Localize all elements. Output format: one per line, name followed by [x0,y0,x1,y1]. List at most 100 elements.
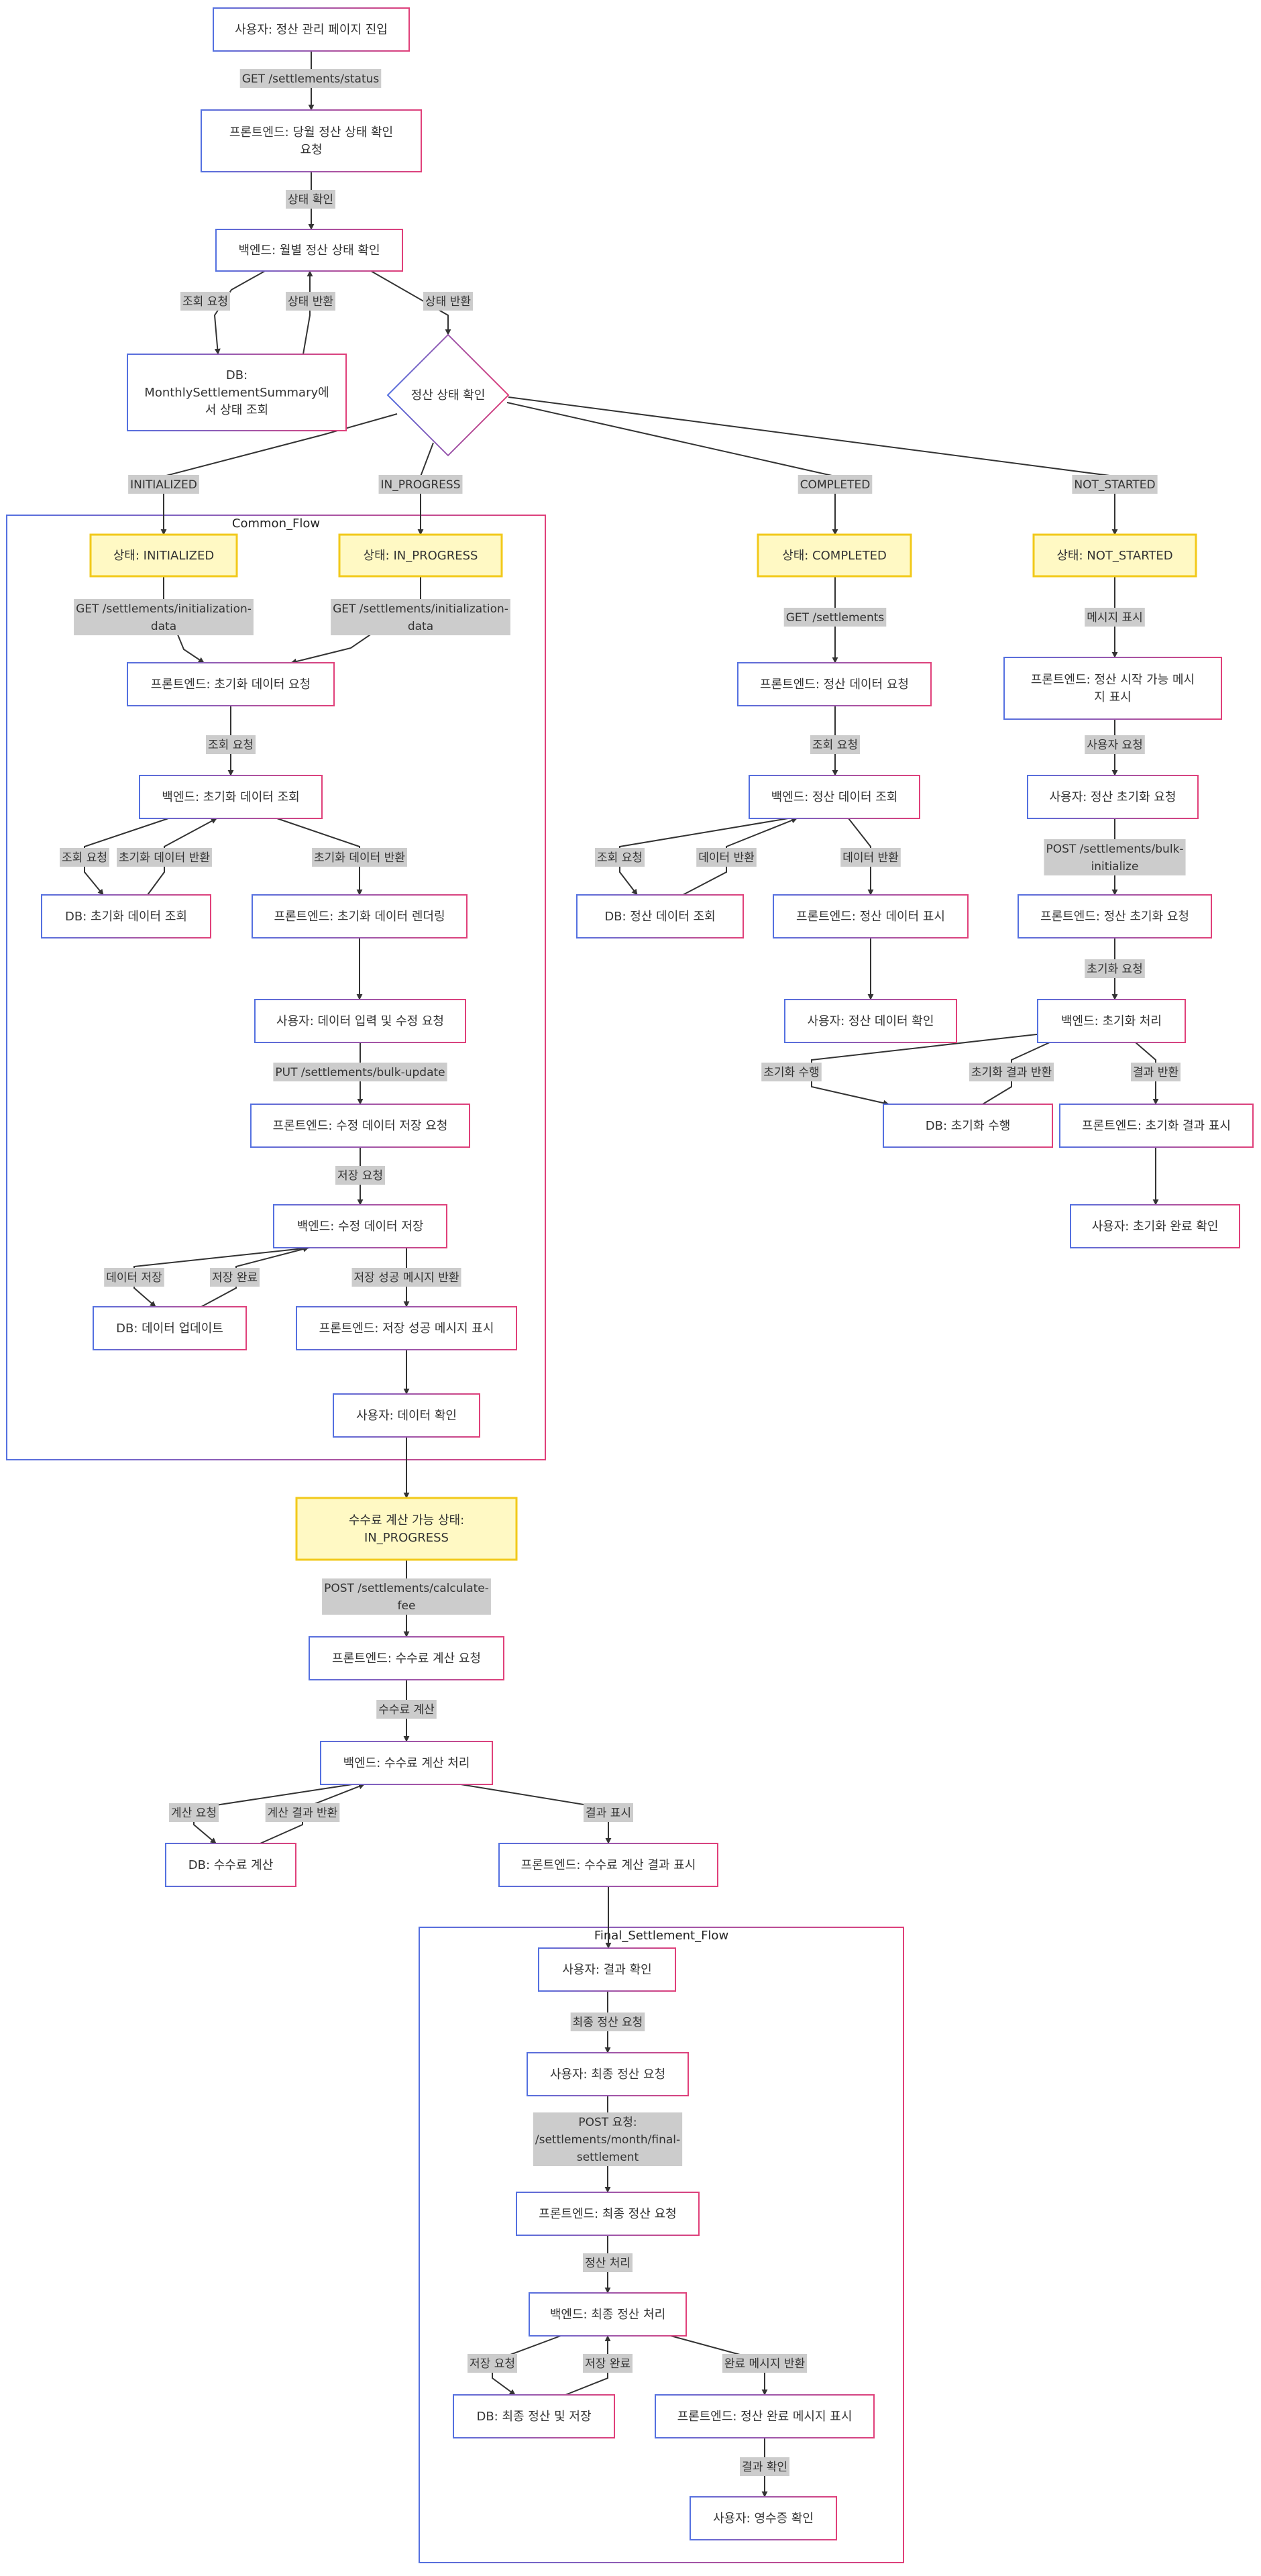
process-box [250,1104,470,1148]
node-label: DB: 데이터 업데이트 [116,1322,223,1336]
edge-label-l8: COMPLETED [798,475,873,494]
cluster-common: Common_Flow [6,515,546,1460]
node-g6: 프론트엔드: 정산 완료 메시지 표시 [655,2394,875,2438]
edge-label-l9: NOT_STARTED [1072,475,1158,494]
edge-label-l21: GET /settlements [783,608,887,627]
edge-label-background [206,735,256,754]
node-label: 사용자: 정산 데이터 확인 [808,1014,934,1028]
edge-label-l4: 상태 반환 [286,292,335,311]
edge-label-l35: 계산 요청 [169,1803,219,1822]
edge-label-text: 조회 요청 [208,739,254,752]
node-label: 사용자: 데이터 입력 및 수정 요청 [276,1014,444,1028]
process-box [538,1947,676,1992]
process-box [93,1306,247,1350]
process-box [516,2192,700,2236]
edge-label-background [798,475,873,494]
node-label: 프론트엔드: 정산 완료 메시지 표시 [677,2410,853,2424]
node-e4: 백엔드: 초기화 처리 [1037,999,1186,1043]
edge-label-l39: POST 요청:/settlements/month/final-settlem… [533,2112,683,2166]
node-label: 백엔드: 월별 정산 상태 확인 [238,244,380,258]
decision-diamond [386,333,510,457]
node-label: DB: 초기화 수행 [926,1119,1011,1133]
edge-label-background [1085,735,1145,754]
process-box [1027,775,1199,819]
edge-label-l5: 상태 반환 [423,292,473,311]
process-box [773,894,969,938]
state-box [757,533,912,578]
node-label: 정산 상태 확인 [411,388,486,402]
edge-label-l11: GET /settlements/initialization-data [331,599,510,635]
node-f5: 프론트엔드: 수수료 계산 결과 표시 [498,1843,718,1887]
node-label: 프론트엔드: 초기화 데이터 요청 [151,678,311,692]
edge-label-l28: POST /settlements/bulk-initialize [1044,839,1186,875]
node-e6: 프론트엔드: 초기화 결과 표시 [1059,1104,1254,1148]
edge-line [213,270,266,355]
node-label: 사용자: 정산 초기화 요청 [1050,790,1176,804]
node-label: DB: 최종 정산 및 저장 [476,2410,591,2424]
edge-label-l10: GET /settlements/initialization-data [74,599,254,635]
node-n1: 사용자: 정산 관리 페이지 진입 [213,7,410,52]
edge-label-background [583,2354,633,2373]
process-box [498,1843,718,1887]
edge-label-text: 데이터 저장 [106,1271,162,1285]
edge-label-text: 계산 결과 반환 [268,1807,338,1820]
node-label: 사용자: 영수증 확인 [713,2512,814,2526]
process-box [529,2292,687,2337]
process-box [749,775,920,819]
process-box [213,7,410,52]
node-g4: 백엔드: 최종 정산 처리 [529,2292,687,2337]
node-c1: 프론트엔드: 초기화 데이터 요청 [127,662,335,706]
node-label: DB: 초기화 데이터 조회 [65,910,187,924]
edge-label-l14: 초기화 데이터 반환 [117,848,212,867]
edge-label-l36: 계산 결과 반환 [265,1803,340,1822]
edge-label-background [376,1700,437,1719]
process-box [320,1741,493,1785]
node-c3: DB: 초기화 데이터 조회 [41,894,211,938]
edge-label-l23: 조회 요청 [595,848,645,867]
node-label: 프론트엔드: 당월 정산 상태 확인 [229,125,393,140]
edge-label-text: initialize [1091,860,1139,873]
node-label: 프론트엔드: 정산 데이터 표시 [796,910,945,924]
node-g3: 프론트엔드: 최종 정산 요청 [516,2192,700,2236]
edge-label-l25: 데이터 반환 [840,848,901,867]
edge-label-background [1072,475,1158,494]
edge-label-background [286,292,335,311]
node-label: 프론트엔드: 정산 시작 가능 메시 [1031,673,1195,687]
node-label: 백엔드: 초기화 처리 [1061,1014,1162,1028]
node-c4: 프론트엔드: 초기화 데이터 렌더링 [252,894,468,938]
process-box [1070,1204,1240,1248]
process-box [127,662,335,706]
edge-label-text: 상태 확인 [288,193,333,207]
edge-label-background [810,735,860,754]
cluster-title: Common_Flow [232,517,320,531]
edge-label-l12: 조회 요청 [206,735,256,754]
edge-label-l24: 데이터 반환 [696,848,757,867]
edge-label-background [583,2253,633,2272]
node-d3: DB: 정산 데이터 조회 [576,894,744,938]
node-label: 상태: INITIALIZED [113,549,215,563]
edge-label-text: POST /settlements/bulk- [1046,843,1183,856]
edge-label-text: GET /settlements [786,611,885,625]
node-f4: DB: 수수료 계산 [165,1843,296,1887]
edge-label-text: 상태 반환 [288,295,333,309]
edge-label-text: /settlements/month/final- [535,2133,680,2147]
process-box [1003,657,1222,720]
edge-label-background [331,599,510,635]
node-label: 서 상태 조회 [205,403,268,417]
edge-label-text: data [151,620,176,633]
node-s3: 상태: COMPLETED [757,533,912,578]
node-label: 사용자: 데이터 확인 [356,1409,457,1423]
edge-label-background [840,848,901,867]
process-box [201,109,422,172]
node-g1: 사용자: 결과 확인 [538,1947,676,1992]
edge-line [1135,1042,1159,1105]
state-box [1032,533,1197,578]
edge-label-background [74,599,254,635]
edge-label-text: GET /settlements/initialization- [76,602,252,616]
node-c5: 사용자: 데이터 입력 및 수정 요청 [254,999,466,1043]
edge-label-background [722,2354,808,2373]
process-box [215,229,403,272]
node-label: 사용자: 최종 정산 요청 [550,2068,665,2082]
edge-label-background [423,292,473,311]
